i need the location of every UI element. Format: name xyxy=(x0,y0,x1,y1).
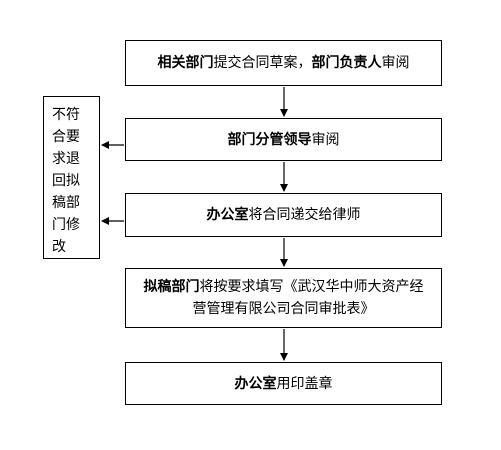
step-2-box: 部门分管领导审阅 xyxy=(125,118,442,161)
step-4-text: 拟稿部门将按要求填写《武汉华中师大资产经营管理有限公司合同审批表》 xyxy=(143,279,424,317)
reject-text: 不符合要求退回拟稿部门修改 xyxy=(52,107,80,255)
step-3-box: 办公室将合同递交给律师 xyxy=(125,193,442,237)
step-5-text: 办公室用印盖章 xyxy=(234,375,333,392)
step-1-box: 相关部门提交合同草案，部门负责人审阅 xyxy=(125,40,442,86)
step-1-text: 相关部门提交合同草案，部门负责人审阅 xyxy=(157,55,410,71)
step-5-box: 办公室用印盖章 xyxy=(125,362,442,405)
reject-box: 不符合要求退回拟稿部门修改 xyxy=(43,96,100,259)
step-3-text: 办公室将合同递交给律师 xyxy=(206,207,361,223)
step-2-text: 部门分管领导审阅 xyxy=(227,131,340,148)
step-4-box: 拟稿部门将按要求填写《武汉华中师大资产经营管理有限公司合同审批表》 xyxy=(125,268,442,328)
